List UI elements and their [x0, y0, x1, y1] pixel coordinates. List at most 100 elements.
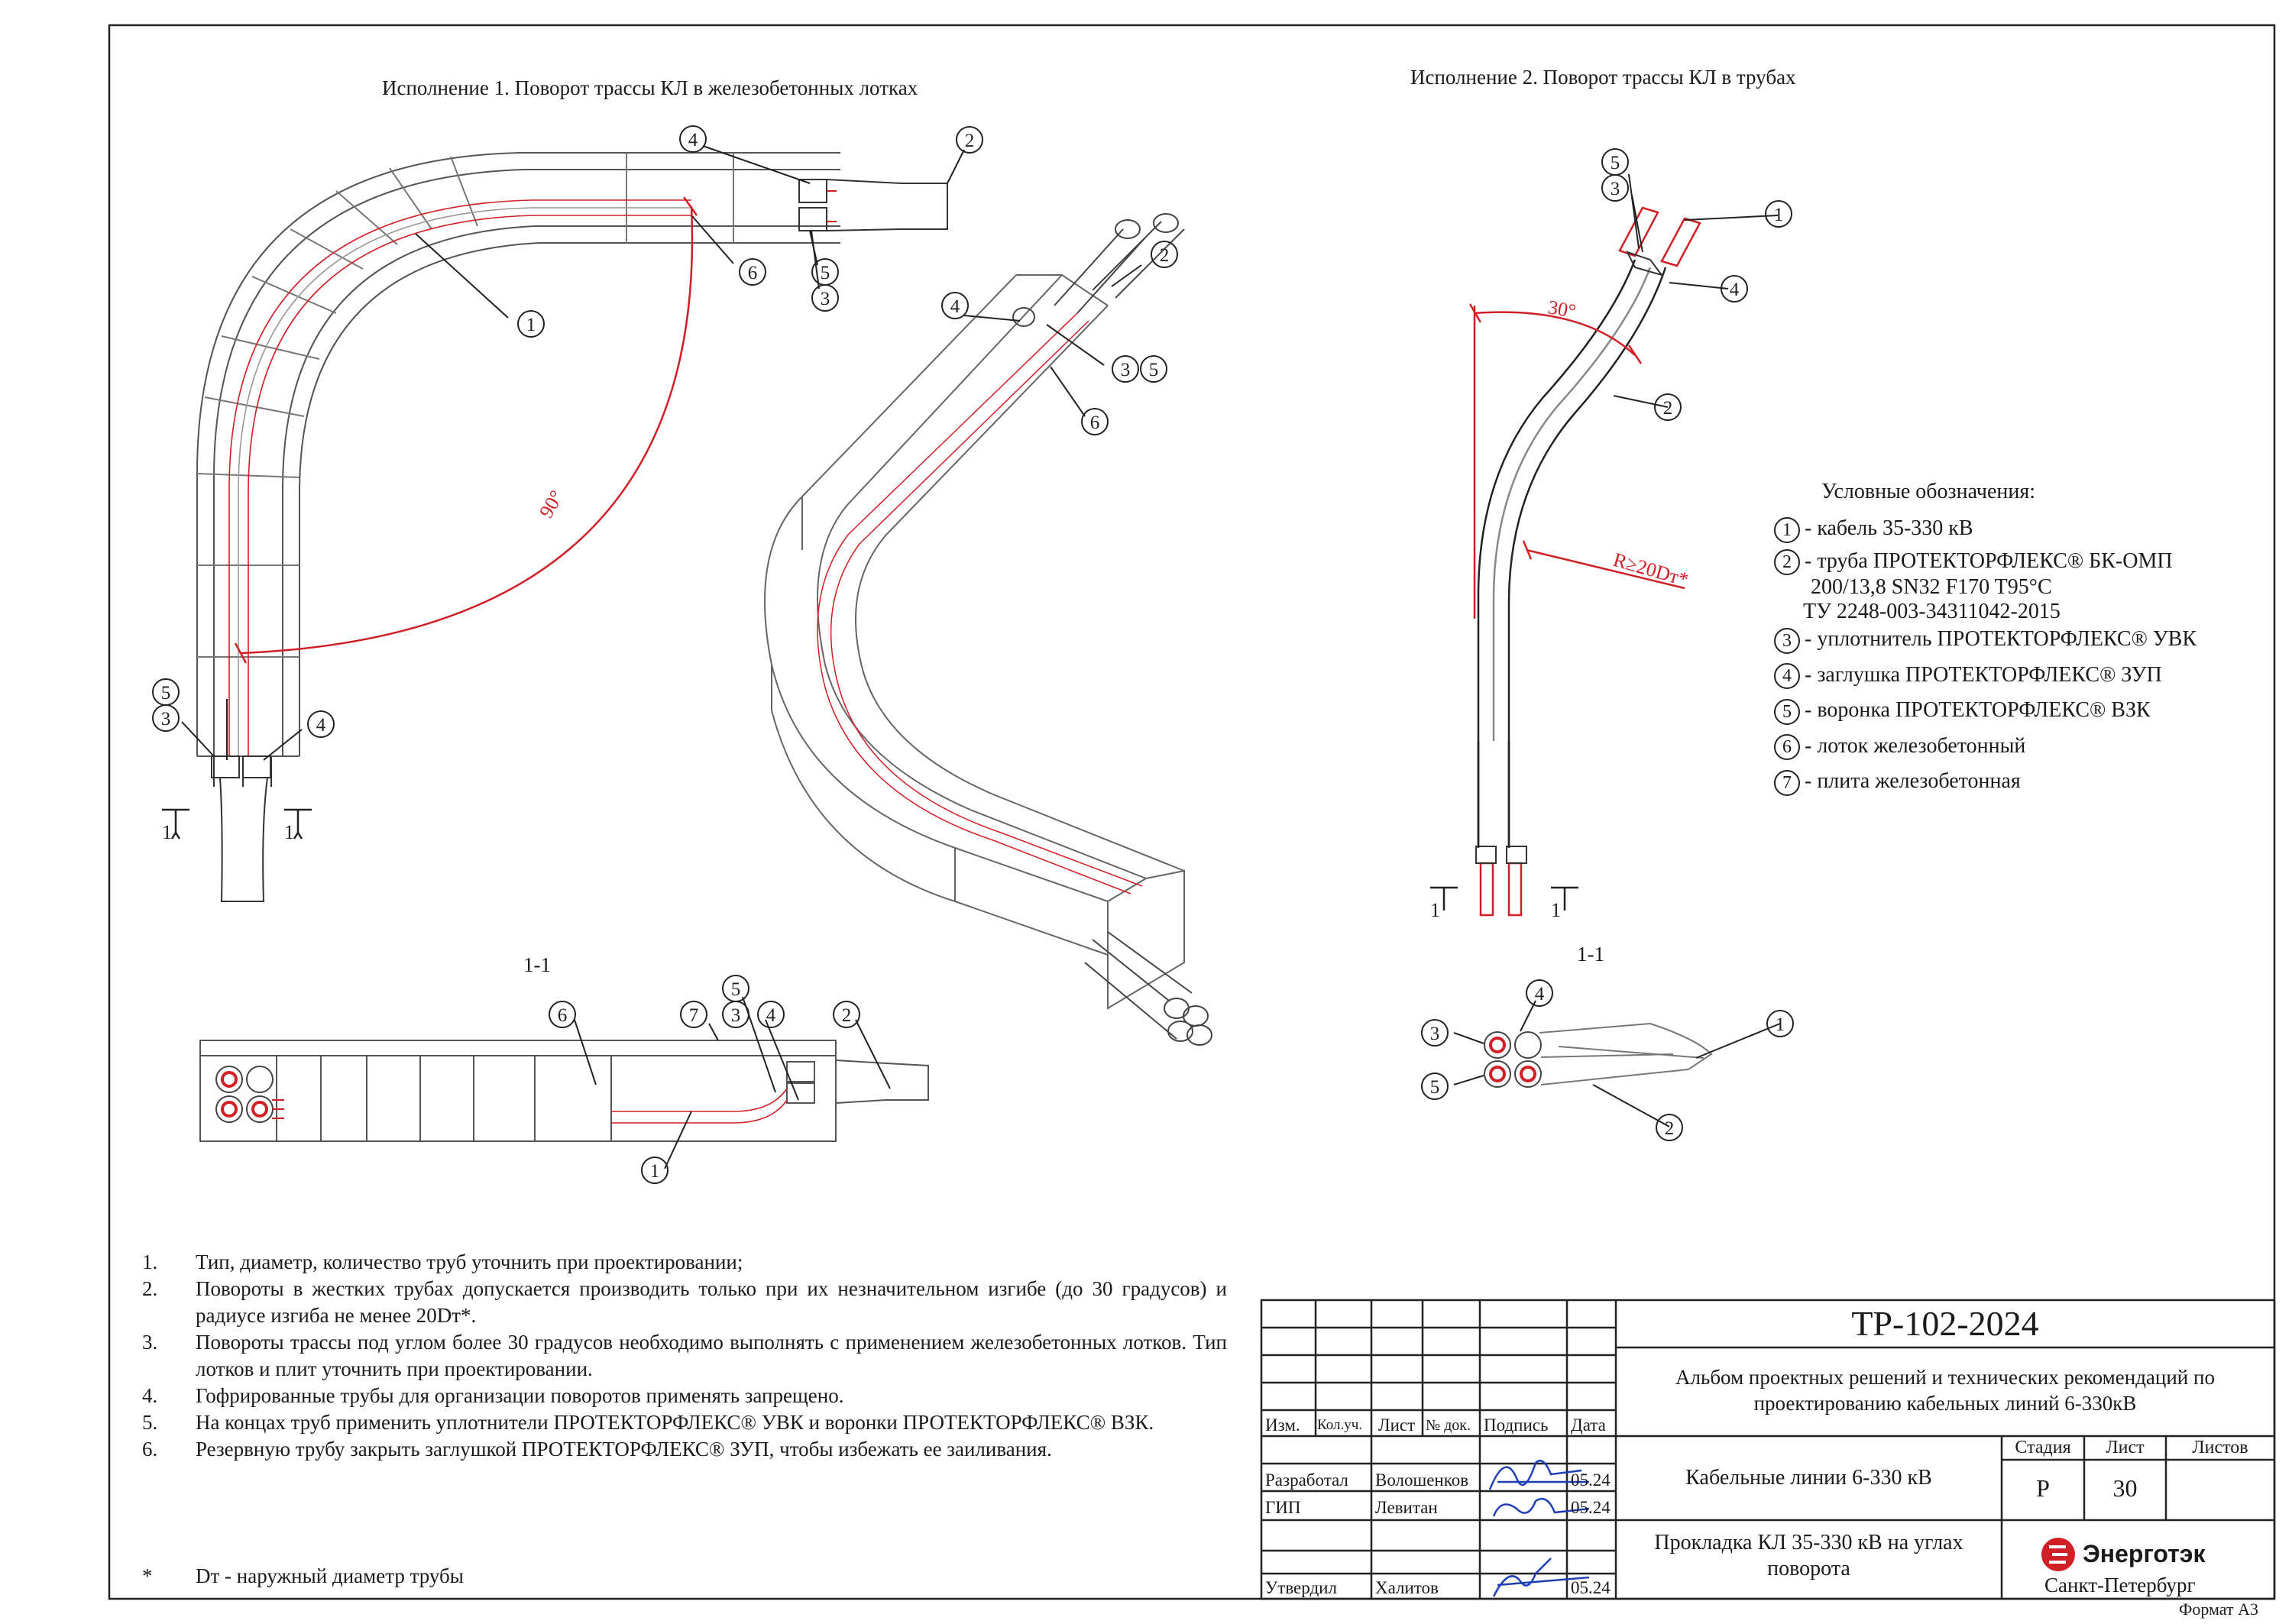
callout-1f [1766, 1010, 1794, 1037]
svg-text:3: 3 [161, 709, 171, 730]
legend-item: 6- лоток железобетонный [1774, 734, 2196, 761]
col-doc: № док. [1426, 1417, 1471, 1434]
tray-3d-view [764, 274, 1185, 1010]
date-approved: 05.24 [1571, 1578, 1611, 1597]
legend-heading: Условные обозначения: [1821, 480, 2036, 503]
svg-text:5: 5 [1430, 1077, 1440, 1098]
callout-6b [1081, 408, 1109, 435]
company-name: Энерготэк [2083, 1540, 2206, 1567]
section-mark-label: 1 [1551, 899, 1561, 921]
svg-text:5: 5 [731, 979, 741, 1000]
svg-text:2: 2 [842, 1005, 852, 1026]
callout-3e [1601, 174, 1629, 202]
svg-text:3: 3 [1611, 179, 1620, 199]
signatures [1488, 1459, 1590, 1597]
tray-plan-view [196, 152, 840, 757]
callout-5b [1140, 355, 1167, 383]
col-izm: Изм. [1265, 1415, 1300, 1435]
callout-2b [1151, 241, 1178, 268]
svg-text:1: 1 [650, 1161, 660, 1182]
sheet-frame [108, 24, 2276, 1600]
variant1-title: Исполнение 1. Поворот трассы КЛ в железо… [382, 76, 918, 99]
svg-text:4: 4 [316, 715, 326, 736]
radius-label: R≥20Dт* [1611, 548, 1691, 591]
note-item: 1.Тип, диаметр, количество труб уточнить… [142, 1250, 743, 1273]
callout-2f [1656, 1114, 1683, 1141]
tray-plan-cables [228, 199, 691, 756]
svg-text:6: 6 [1090, 412, 1100, 433]
callout-6d [549, 1001, 576, 1028]
svg-text:5: 5 [1149, 360, 1159, 380]
svg-text:1: 1 [1774, 205, 1784, 225]
callout-labels: 1 4 2 6 5 3 2 4 3 5 6 5 3 4 5 6 7 3 4 2 … [161, 130, 1785, 1182]
section-mark-label: 1 [162, 821, 172, 843]
svg-text:6: 6 [748, 263, 758, 283]
callout-3 [811, 284, 839, 312]
svg-text:3: 3 [731, 1005, 741, 1026]
legend-item: 4- заглушка ПРОТЕКТОРФЛЕКС® ЗУП [1774, 663, 2196, 690]
section-mark-right [1430, 886, 1578, 911]
sheet-value: 30 [2112, 1474, 2138, 1502]
date-gip: 05.24 [1571, 1498, 1611, 1517]
name-developer: Волошенков [1375, 1470, 1469, 1490]
svg-text:3: 3 [1121, 360, 1131, 380]
callout-1e [1765, 200, 1792, 228]
object-name: Кабельные линии 6-330 кВ [1685, 1466, 1932, 1490]
svg-text:3: 3 [821, 289, 830, 309]
svg-text:3: 3 [1430, 1024, 1440, 1044]
legend-item: 5- воронка ПРОТЕКТОРФЛЕКС® ВЗК [1774, 698, 2196, 725]
leader-lines [181, 145, 1781, 1169]
name-gip: Левитан [1375, 1498, 1438, 1517]
callouts [152, 125, 1794, 1184]
pipe-end-caps [1475, 251, 1664, 864]
pipe-section-view [1484, 1023, 1713, 1088]
callout-4c [307, 710, 335, 738]
variant2-title: Исполнение 2. Поворот трассы КЛ в трубах [1410, 66, 1796, 89]
svg-text:4: 4 [766, 1005, 776, 1026]
legend-item: 3- уплотнитель ПРОТЕКТОРФЛЕКС® УВК [1774, 627, 2196, 654]
col-list: Лист [1378, 1415, 1416, 1435]
stamp-grid [1260, 1299, 2276, 1600]
notes-list: 1.Тип, диаметр, количество труб уточнить… [142, 1249, 1227, 1463]
legend-item: 1- кабель 35-330 кВ [1774, 516, 2196, 543]
svg-text:5: 5 [1611, 153, 1620, 173]
angle-90-arc [234, 196, 698, 664]
stage-value: Р [2036, 1474, 2050, 1502]
callout-1 [517, 310, 545, 338]
svg-text:1: 1 [1776, 1014, 1785, 1035]
tray-3d-pipes [1012, 213, 1212, 1046]
role-developer: Разработал [1265, 1470, 1348, 1490]
section-title-left: 1-1 [523, 953, 551, 976]
legend-item: ТУ 2248-003-34311042-2015 [1803, 600, 2061, 624]
tray-section-cables [611, 1088, 788, 1124]
pipe-ends-top [1618, 206, 1701, 267]
svg-text:2: 2 [965, 131, 975, 151]
callout-1d [641, 1157, 668, 1184]
role-gip: ГИП [1265, 1498, 1301, 1517]
callout-4d [757, 1001, 785, 1028]
callout-6 [739, 258, 766, 286]
svg-text:7: 7 [689, 1005, 699, 1026]
document-code: ТР-102-2024 [1851, 1304, 2039, 1343]
sheet-format: Формат А3 [2178, 1600, 2258, 1619]
callout-3f [1421, 1019, 1449, 1047]
tray-3d-cables [817, 312, 1143, 894]
svg-text:5: 5 [821, 263, 830, 283]
callout-4f [1526, 979, 1553, 1007]
section-mark-label: 1 [284, 821, 294, 843]
note-item: 6.Резервную трубу закрыть заглушкой ПРОТ… [142, 1438, 1052, 1461]
callout-2d [833, 1001, 860, 1028]
company-city: Санкт-Петербург [2044, 1574, 2196, 1597]
callout-2 [956, 126, 983, 154]
section-title-right: 1-1 [1577, 943, 1604, 966]
svg-text:4: 4 [950, 296, 960, 317]
legend-item: 2- труба ПРОТЕКТОРФЛЕКС® БК-ОМП [1774, 549, 2196, 576]
tray-plan-ends [211, 179, 948, 902]
name-approved: Халитов [1375, 1578, 1439, 1597]
callout-3c [152, 704, 180, 732]
callout-2e [1654, 393, 1682, 421]
company-logo [2041, 1538, 2075, 1571]
callout-4 [679, 125, 707, 153]
sheets-label: Листов [2192, 1438, 2248, 1457]
sheet-label: Лист [2106, 1438, 2145, 1457]
